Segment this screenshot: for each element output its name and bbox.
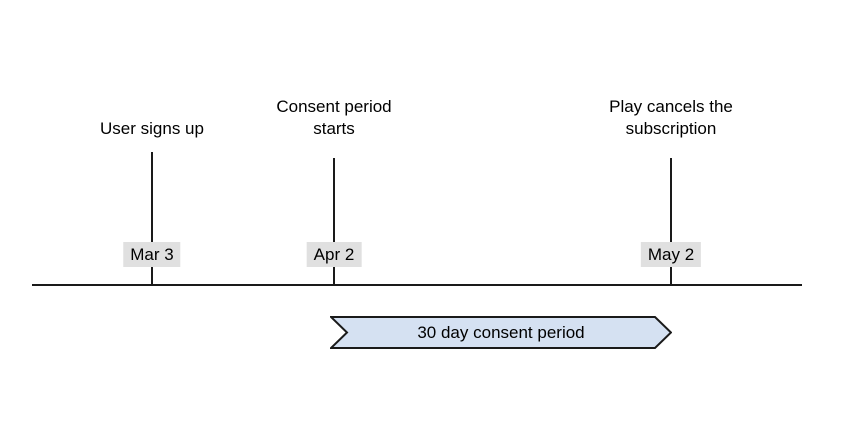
event-caption-line: Consent period [276, 97, 392, 116]
event-caption-consent-start: Consent period starts [276, 96, 391, 141]
event-date-consent-start: Apr 2 [306, 242, 362, 267]
event-caption-line: subscription [625, 119, 717, 139]
event-date-signup: Mar 3 [123, 242, 181, 267]
event-caption-line: starts [313, 119, 355, 139]
event-tick-consent-start [333, 158, 335, 284]
timeline-axis [32, 284, 802, 286]
consent-period-banner-label: 30 day consent period [417, 322, 585, 342]
consent-period-banner: 30 day consent period [330, 316, 672, 349]
event-date-cancel: May 2 [640, 242, 702, 267]
event-caption-line: User signs up [100, 119, 204, 138]
event-caption-cancel: Play cancels the subscription [609, 96, 733, 141]
event-tick-signup [151, 152, 153, 284]
event-caption-line: Play cancels the [609, 97, 733, 116]
chevron-banner-shape [330, 316, 672, 349]
event-tick-cancel [670, 158, 672, 284]
event-caption-signup: User signs up [100, 118, 204, 140]
